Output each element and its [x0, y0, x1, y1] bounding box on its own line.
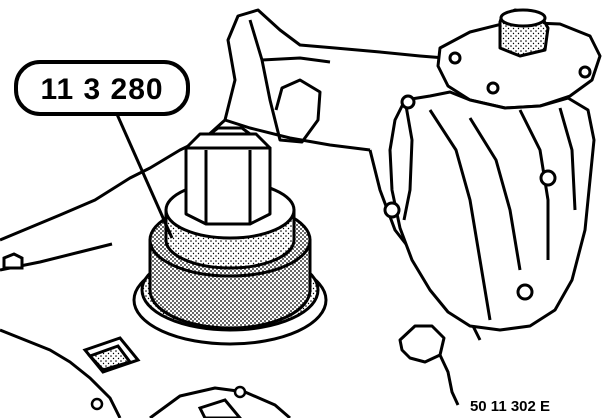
- water-pump: [383, 8, 602, 332]
- tool-number-label: 11 3 280: [40, 73, 163, 106]
- tool-callout: 11 3 280: [14, 60, 190, 239]
- figure-reference-code: 50 11 302 E: [470, 398, 550, 415]
- callout-box: [14, 60, 190, 116]
- lower-bolts: [90, 385, 247, 411]
- special-tool: [132, 126, 328, 346]
- housing-pads: [82, 336, 242, 418]
- left-bolt: [2, 252, 24, 270]
- leader-line: [114, 111, 174, 239]
